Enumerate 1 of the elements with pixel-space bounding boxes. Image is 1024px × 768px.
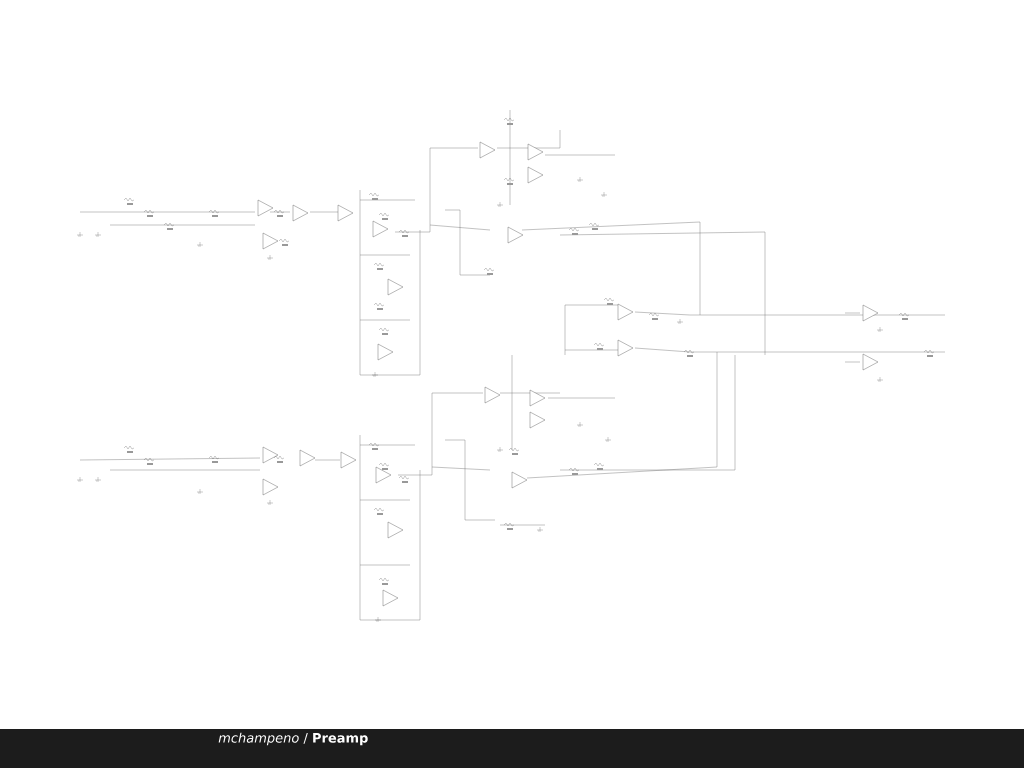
title-text: mchampeno / Preamp [218, 732, 368, 746]
